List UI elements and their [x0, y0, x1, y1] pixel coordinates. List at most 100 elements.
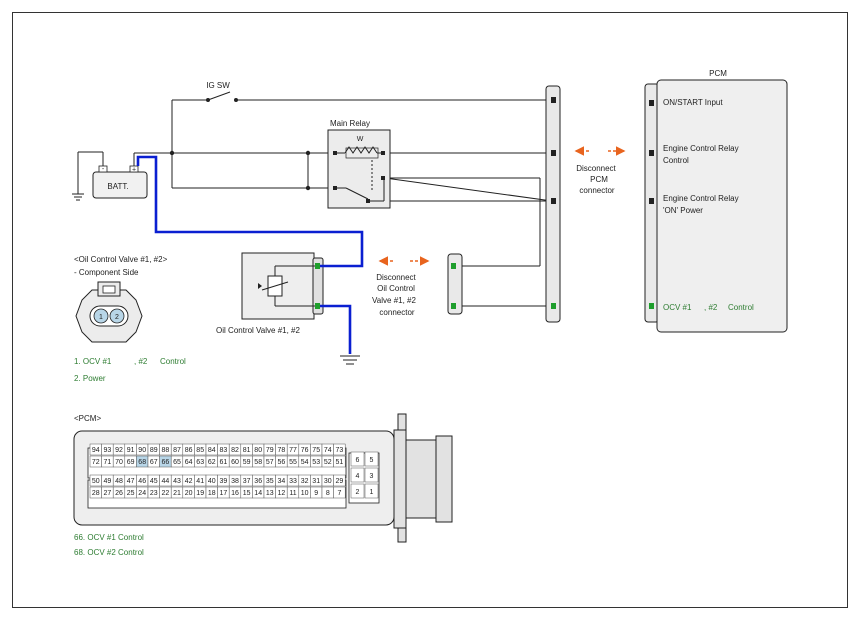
pcm-pin-59: 59 — [243, 459, 251, 466]
pcm-pin-44: 44 — [162, 478, 170, 485]
pcm-ecr-power-1: Engine Control Relay — [663, 194, 739, 203]
pcm-pin-16: 16 — [231, 490, 239, 497]
pcm-pin-77: 77 — [289, 447, 297, 454]
oil-control-valve — [241, 252, 324, 320]
pcm-on-start-input: ON/START Input — [663, 98, 723, 107]
battery-plus-label: + — [132, 167, 136, 174]
pcm-connector-strip — [545, 85, 561, 323]
pcm-pin-78: 78 — [278, 447, 286, 454]
disconnect-pcm-label-1: Disconnect — [576, 164, 616, 173]
pcm-pin-23: 23 — [150, 490, 158, 497]
pcm-pin-15: 15 — [243, 490, 251, 497]
pcm-pin-19: 19 — [196, 490, 204, 497]
ocv-pin-1: 1 — [99, 314, 103, 321]
pcm-pin-38: 38 — [231, 478, 239, 485]
pcm-pin-17: 17 — [220, 490, 228, 497]
pcm-pin-13: 13 — [266, 490, 274, 497]
pcm-side-pin-3: 3 — [370, 473, 374, 480]
pcm-pin-91: 91 — [127, 447, 135, 454]
pcm-pin-92: 92 — [115, 447, 123, 454]
pcm-pin-94: 94 — [92, 447, 100, 454]
pcm-pin-79: 79 — [266, 447, 274, 454]
pcm-side-pin-2: 2 — [356, 489, 360, 496]
pcm-ocv-control-c: Control — [728, 303, 754, 312]
battery-label: BATT. — [107, 182, 128, 191]
pcm-pin-75: 75 — [312, 447, 320, 454]
pcm-pin-93: 93 — [104, 447, 112, 454]
pcm-pin-28: 28 — [92, 490, 100, 497]
pcm-pin-80: 80 — [254, 447, 262, 454]
pcm-pin-cell — [333, 455, 346, 468]
diagram-frame — [12, 12, 848, 608]
pcm-pin-12: 12 — [278, 490, 286, 497]
pcm-pin-49: 49 — [104, 478, 112, 485]
pcm-pin-22: 22 — [162, 490, 170, 497]
pcm-pin-68: 68 — [138, 459, 146, 466]
pcm-pin-45: 45 — [150, 478, 158, 485]
pcm-pin-87: 87 — [173, 447, 181, 454]
pcm-pin-27: 27 — [104, 490, 112, 497]
ig-switch-label: IG SW — [206, 81, 230, 90]
pcm-side-pin-cell — [350, 467, 365, 483]
ocv-pin-2: 2 — [115, 314, 119, 321]
pcm-pin-43: 43 — [173, 478, 181, 485]
pcm-pin-76: 76 — [301, 447, 309, 454]
ocv-legend-1b: , #2 — [134, 357, 148, 366]
pcm-pin-58: 58 — [254, 459, 262, 466]
pcm-pin-8: 8 — [326, 490, 330, 497]
pcm-pin-63: 63 — [196, 459, 204, 466]
pcm-pin-47: 47 — [127, 478, 135, 485]
pcm-side-pin-cell — [364, 467, 379, 483]
pcm-side-pin-5: 5 — [370, 457, 374, 464]
pcm-pin-86: 86 — [185, 447, 193, 454]
pcm-ocv-control-a: OCV #1 — [663, 303, 692, 312]
highlighted-wiring — [136, 155, 364, 354]
pcm-pin-65: 65 — [173, 459, 181, 466]
pcm-pin-57: 57 — [266, 459, 274, 466]
pcm-side-pin-1: 1 — [370, 489, 374, 496]
pcm-side-pin-cell — [350, 451, 365, 467]
disconnect-pcm-label-2: PCM — [590, 175, 608, 184]
pcm-pin-29: 29 — [336, 478, 344, 485]
pcm-side-pin-cell — [364, 451, 379, 467]
pcm-pin-74: 74 — [324, 447, 332, 454]
pcm-pin-50: 50 — [92, 478, 100, 485]
pcm-side-pin-cell — [364, 483, 379, 499]
pcm-pin-31: 31 — [312, 478, 320, 485]
pcm-pin-72: 72 — [92, 459, 100, 466]
pcm-pin-40: 40 — [208, 478, 216, 485]
pcm-pin-73: 73 — [336, 447, 344, 454]
pcm-ecr-control-1: Engine Control Relay — [663, 144, 739, 153]
pcm-ecr-control-2: Control — [663, 156, 689, 165]
main-relay-label: Main Relay — [330, 119, 370, 128]
pcm-pin-52: 52 — [324, 459, 332, 466]
pcm-side-pin-cell — [350, 483, 365, 499]
pcm-pin-83: 83 — [220, 447, 228, 454]
pcm-pin-cell — [333, 486, 346, 499]
pcm-pin-33: 33 — [289, 478, 297, 485]
ocv-connector-title: <Oil Control Valve #1, #2> — [74, 255, 168, 264]
disconnect-ocv-label-3: Valve #1, #2 — [372, 296, 416, 305]
pcm-pin-82: 82 — [231, 447, 239, 454]
pcm-pin-56: 56 — [278, 459, 286, 466]
pcm-pin-85: 85 — [196, 447, 204, 454]
pcm-pin-51: 51 — [336, 459, 344, 466]
relay-coil-icon: W — [357, 136, 364, 143]
disconnect-ocv-label-4: connector — [379, 308, 414, 317]
ocv-legend-1a: 1. OCV #1 — [74, 357, 112, 366]
pcm-pin-39: 39 — [220, 478, 228, 485]
pcm-pin-60: 60 — [231, 459, 239, 466]
pcm-ecr-power-2: 'ON' Power — [663, 206, 703, 215]
ground-symbol — [340, 355, 360, 365]
pcm-pin-81: 81 — [243, 447, 251, 454]
pcm-pin-89: 89 — [150, 447, 158, 454]
pcm-pin-30: 30 — [324, 478, 332, 485]
pcm-pin-70: 70 — [115, 459, 123, 466]
ocv-legend-2: 2. Power — [74, 374, 106, 383]
pcm-pin-71: 71 — [104, 459, 112, 466]
pcm-pin-66: 66 — [162, 459, 170, 466]
ocv-legend-1c: Control — [160, 357, 186, 366]
pcm-legend-68: 68. OCV #2 Control — [74, 548, 144, 557]
